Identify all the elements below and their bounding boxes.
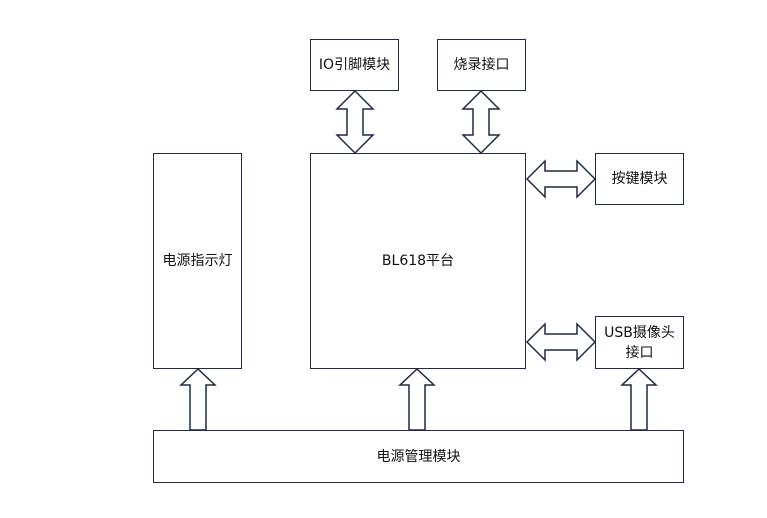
power-management-label: 电源管理模块 [376,448,461,465]
platform-usb-camera-double-arrow [525,322,597,362]
power-to-platform-arrow [398,367,436,431]
burn-port-platform-double-arrow [461,89,501,155]
usb-camera-port-label: USB摄像头 接口 [604,323,675,363]
bl618-platform-block: BL618平台 [310,153,526,369]
burn-port-label: 烧录接口 [453,57,510,73]
platform-key-module-double-arrow [525,159,597,199]
usb-camera-port-label-line2: 接口 [625,344,654,361]
usb-camera-port-label-line1: USB摄像头 [604,324,675,341]
power-to-indicator-arrow [179,367,217,431]
power-indicator-block: 电源指示灯 [153,153,242,369]
io-pin-platform-double-arrow [335,89,375,155]
power-to-usb-camera-arrow [620,367,658,431]
usb-camera-port-block: USB摄像头 接口 [595,316,684,369]
key-module-label: 按键模块 [611,171,668,187]
bl618-platform-label: BL618平台 [381,253,455,269]
io-pin-module-label: IO引脚模块 [318,57,391,73]
key-module-block: 按键模块 [595,153,684,205]
io-pin-module-block: IO引脚模块 [310,39,399,91]
power-indicator-label: 电源指示灯 [162,253,233,269]
